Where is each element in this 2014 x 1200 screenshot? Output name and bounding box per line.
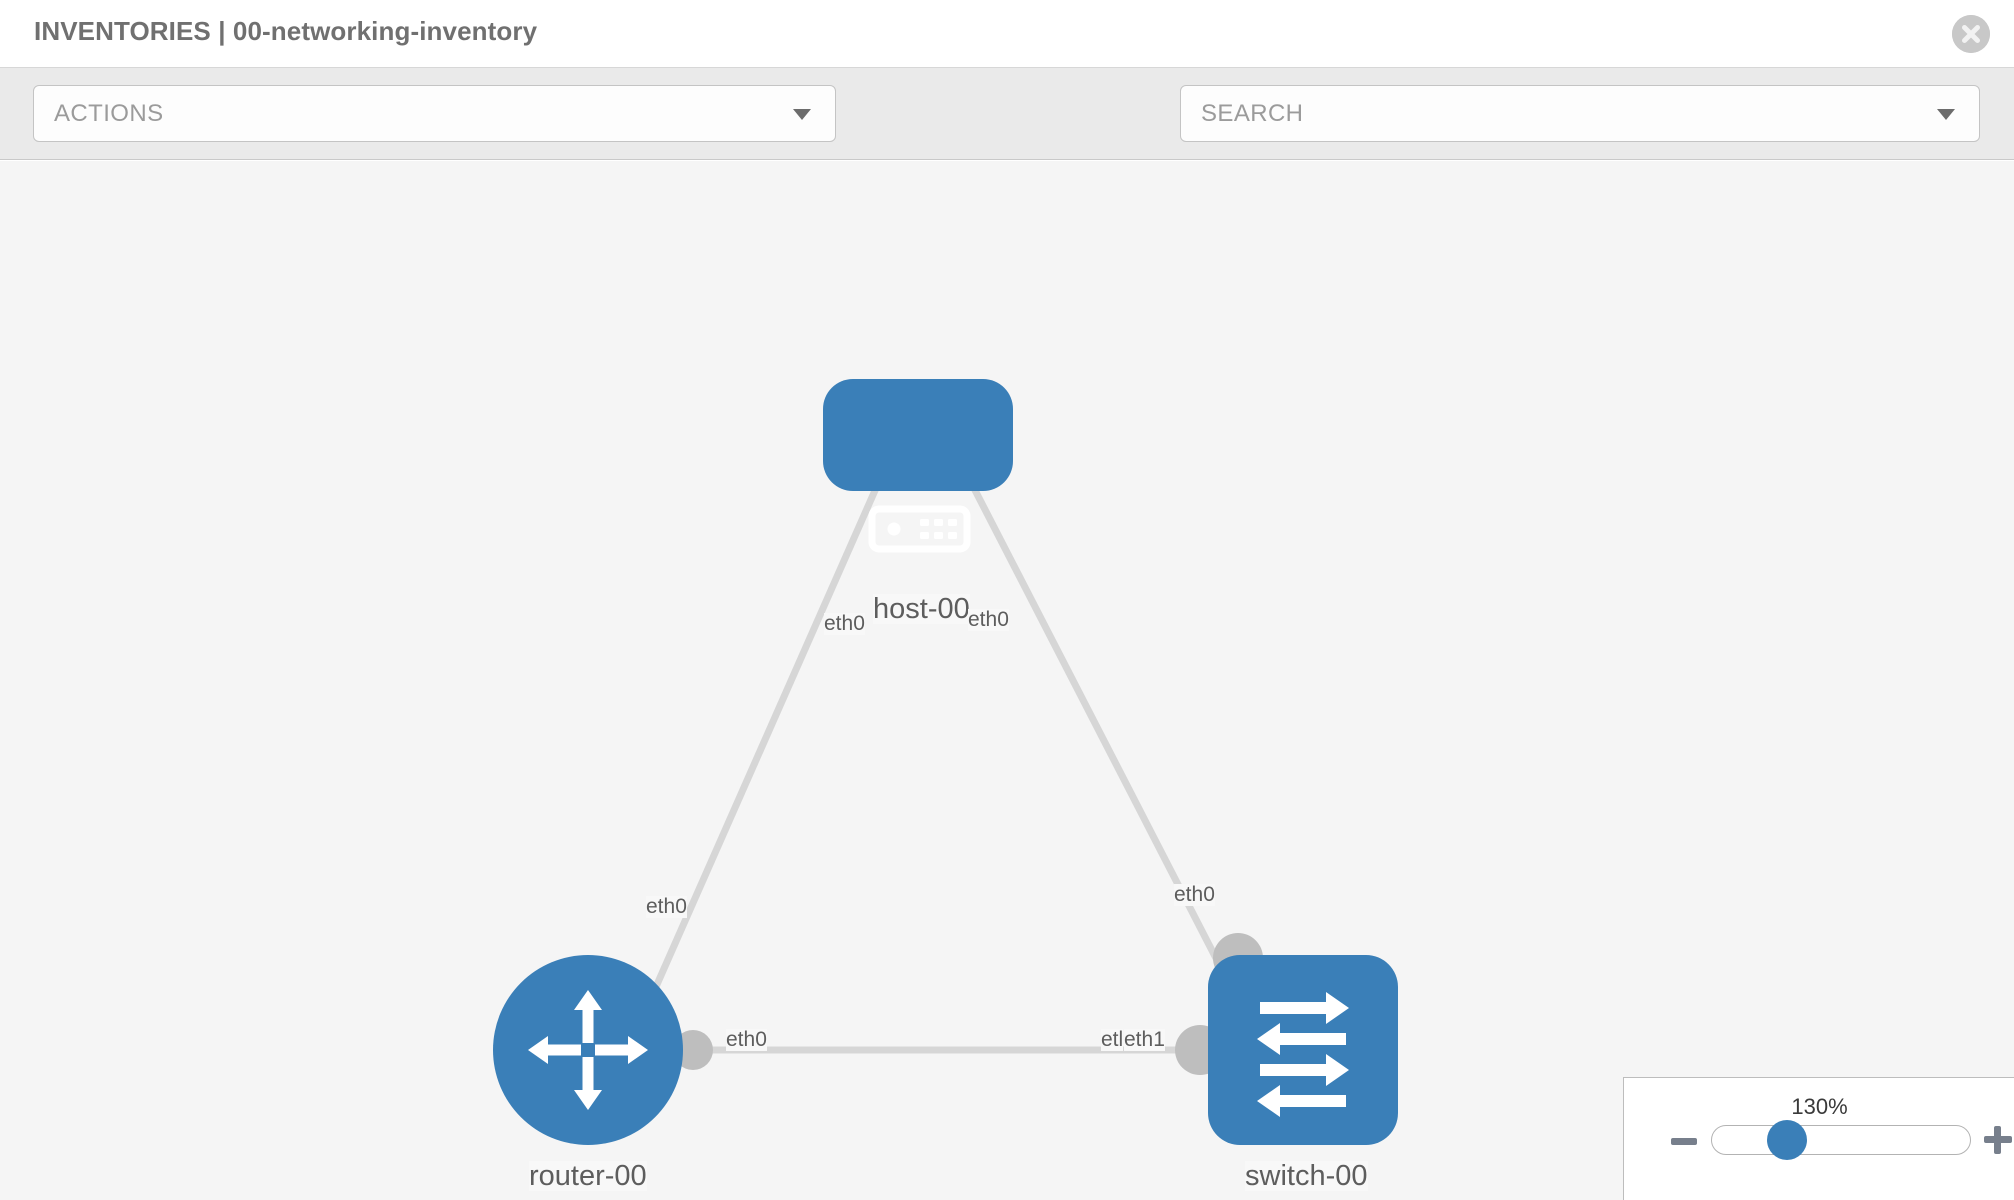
search-placeholder: SEARCH	[1201, 100, 1304, 127]
zoom-slider-track[interactable]	[1711, 1125, 1971, 1155]
page-title: INVENTORIES | 00-networking-inventory	[34, 16, 538, 46]
iface-label-router-north: eth0	[646, 895, 687, 919]
iface-label-router-east: eth0	[726, 1028, 767, 1052]
iface-label-switch-west: eth1	[1124, 1028, 1165, 1052]
chevron-down-icon	[793, 109, 811, 120]
actions-dropdown-label: ACTIONS	[54, 100, 164, 127]
iface-label-host-right: eth0	[968, 608, 1009, 632]
title-bar: INVENTORIES | 00-networking-inventory	[0, 0, 2014, 68]
zoom-in-button[interactable]	[1984, 1126, 2012, 1154]
edge-host-switch	[956, 459, 1242, 1003]
iface-label-switch-north: eth0	[1174, 883, 1215, 907]
zoom-percent-label: 130%	[1791, 1094, 1848, 1119]
connector-router-east	[673, 1030, 713, 1070]
zoom-control-panel: 130%	[1623, 1077, 2014, 1200]
node-label-router-00: router-00	[529, 1160, 647, 1192]
edge-host-router	[636, 459, 892, 1025]
close-icon[interactable]	[1952, 15, 1990, 53]
node-router-00	[493, 955, 683, 1145]
search-input[interactable]: SEARCH	[1180, 85, 1980, 142]
topology-canvas[interactable]: host-00 router-00 switch-00 eth0 eth0 et…	[0, 161, 2014, 1200]
iface-label-host-left: eth0	[824, 612, 865, 636]
topology-graph	[493, 379, 1398, 1145]
node-switch-00	[1208, 955, 1398, 1145]
iface-label-switch-west-overlap: etl	[1101, 1028, 1124, 1052]
zoom-out-button[interactable]	[1671, 1138, 1697, 1145]
node-host-00	[823, 379, 1013, 553]
actions-dropdown[interactable]: ACTIONS	[33, 85, 836, 142]
chevron-down-icon	[1937, 109, 1955, 120]
node-label-host-00: host-00	[873, 593, 970, 625]
zoom-slider-thumb[interactable]	[1767, 1120, 1807, 1160]
node-label-switch-00: switch-00	[1245, 1160, 1368, 1192]
toolbar: ACTIONS SEARCH	[0, 68, 2014, 196]
